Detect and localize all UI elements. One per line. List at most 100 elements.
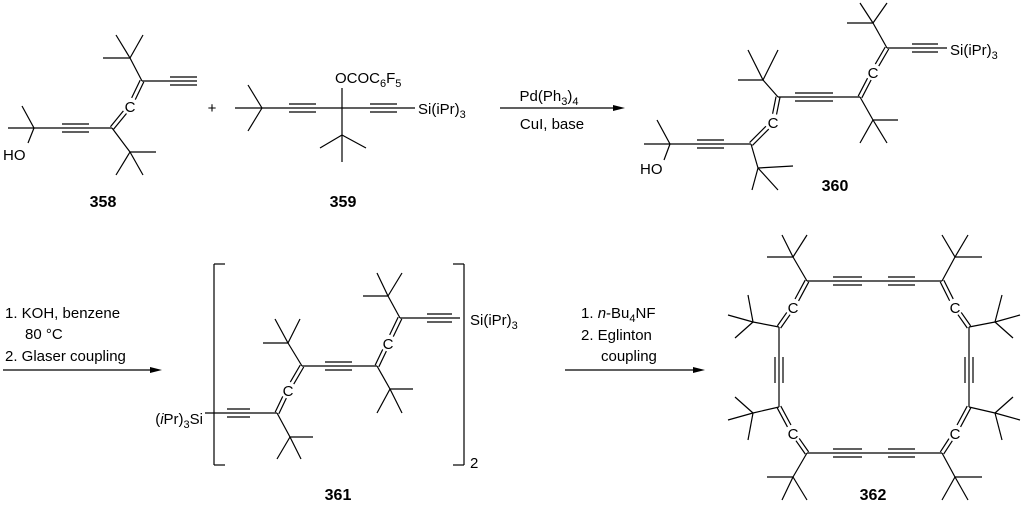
tert-butyl-bond	[954, 234, 969, 258]
tert-butyl-bond	[859, 2, 874, 24]
tert-butyl-bond	[781, 476, 794, 501]
repeat-count: 2	[470, 455, 478, 472]
step3-line-3: coupling	[601, 348, 657, 365]
tert-butyl-bond	[954, 476, 969, 501]
step3-line-1: 1. n-Bu4NF	[581, 305, 656, 325]
double-bond	[794, 279, 806, 300]
tert-butyl-bond	[734, 396, 754, 414]
step2-line-3: 2. Glaser coupling	[5, 348, 126, 365]
tert-butyl-bond	[115, 151, 131, 176]
tips-group-label: Si(iPr)3	[470, 312, 518, 332]
double-bond	[389, 316, 399, 336]
allene-carbon-label: C	[950, 300, 961, 317]
tert-butyl-bond	[872, 119, 888, 144]
tert-butyl-bond	[747, 412, 754, 441]
double-bond	[878, 48, 890, 67]
tert-butyl-bond	[781, 234, 794, 258]
tert-butyl-bond	[994, 396, 1014, 414]
tert-butyl-bond	[129, 34, 144, 59]
double-bond	[780, 314, 791, 329]
tert-butyl-bond	[994, 412, 1021, 421]
arrow-head	[150, 367, 162, 373]
tert-butyl-bond	[376, 388, 391, 414]
tert-butyl-bond	[792, 234, 808, 258]
catalyst-label: Pd(Ph3)4	[520, 88, 579, 108]
double-bond	[293, 366, 305, 385]
single-bond	[21, 105, 35, 129]
tert-butyl-bond	[734, 321, 754, 339]
step2-line-1: 1. KOH, benzene	[5, 305, 120, 322]
tert-butyl-bond	[752, 406, 780, 414]
tert-butyl-bond	[941, 234, 956, 258]
double-bond	[795, 440, 806, 455]
arrow-head	[693, 367, 705, 373]
single-bond	[341, 134, 367, 149]
allene-carbon-label: C	[788, 426, 799, 443]
tert-butyl-bond	[757, 167, 779, 191]
tert-butyl-bond	[762, 49, 779, 81]
tert-butyl-bond	[994, 321, 1014, 339]
tert-butyl-bond	[289, 436, 302, 460]
tert-butyl-bond	[129, 151, 144, 176]
compound-360-label: 360	[822, 178, 849, 195]
double-bond	[798, 438, 810, 453]
tips-group-label: Si(iPr)3	[950, 42, 998, 62]
conditions-label: CuI, base	[520, 116, 584, 133]
tert-butyl-bond	[994, 412, 1003, 441]
double-bond	[751, 128, 770, 146]
double-bond	[775, 97, 781, 115]
double-bond	[378, 350, 387, 368]
double-bond	[943, 440, 953, 455]
tert-butyl-bond	[115, 34, 131, 59]
double-bond	[960, 407, 972, 428]
double-bond	[957, 314, 968, 329]
tert-butyl-bond	[387, 272, 403, 297]
hydroxyl-label: HO	[640, 161, 663, 178]
allene-carbon-label: C	[950, 426, 961, 443]
tert-butyl-bond	[941, 452, 956, 478]
double-bond	[131, 79, 141, 99]
double-bond	[861, 79, 872, 99]
allene-carbon-label: C	[788, 300, 799, 317]
single-bond	[319, 134, 343, 149]
tert-butyl-bond	[751, 167, 759, 191]
double-bond	[113, 113, 127, 130]
single-bond	[247, 107, 263, 132]
tert-butyl-bond	[941, 476, 956, 501]
double-bond	[939, 281, 951, 302]
tert-butyl-bond	[792, 452, 808, 478]
double-bond	[874, 46, 886, 65]
tert-butyl-bond	[750, 143, 759, 169]
double-bond	[960, 312, 972, 327]
tert-butyl-bond	[994, 314, 1021, 323]
tert-butyl-bond	[276, 412, 291, 438]
double-bond	[776, 407, 788, 428]
double-bond	[798, 281, 810, 302]
allene-carbon-label: C	[283, 383, 294, 400]
tert-butyl-bond	[276, 436, 291, 460]
tert-butyl-bond	[872, 2, 888, 24]
tert-butyl-bond	[287, 342, 303, 367]
tips-left-label: (iPr)3Si	[155, 411, 203, 431]
tert-butyl-bond	[747, 49, 764, 81]
compound-362-label: 362	[860, 487, 887, 504]
double-bond	[278, 397, 287, 415]
double-bond	[939, 438, 950, 453]
tert-butyl-bond	[727, 412, 754, 421]
double-bond	[956, 405, 968, 426]
tert-butyl-bond	[792, 476, 808, 501]
single-bond	[247, 84, 263, 109]
plus-sign: +	[208, 100, 217, 117]
single-bond	[663, 143, 671, 161]
tert-butyl-bond	[792, 256, 808, 282]
double-bond	[857, 77, 869, 97]
tert-butyl-bond	[287, 318, 301, 344]
double-bond	[772, 96, 777, 114]
tert-butyl-bond	[872, 22, 888, 49]
double-bond	[780, 405, 792, 426]
tert-butyl-bond	[941, 256, 956, 282]
double-bond	[749, 125, 767, 144]
